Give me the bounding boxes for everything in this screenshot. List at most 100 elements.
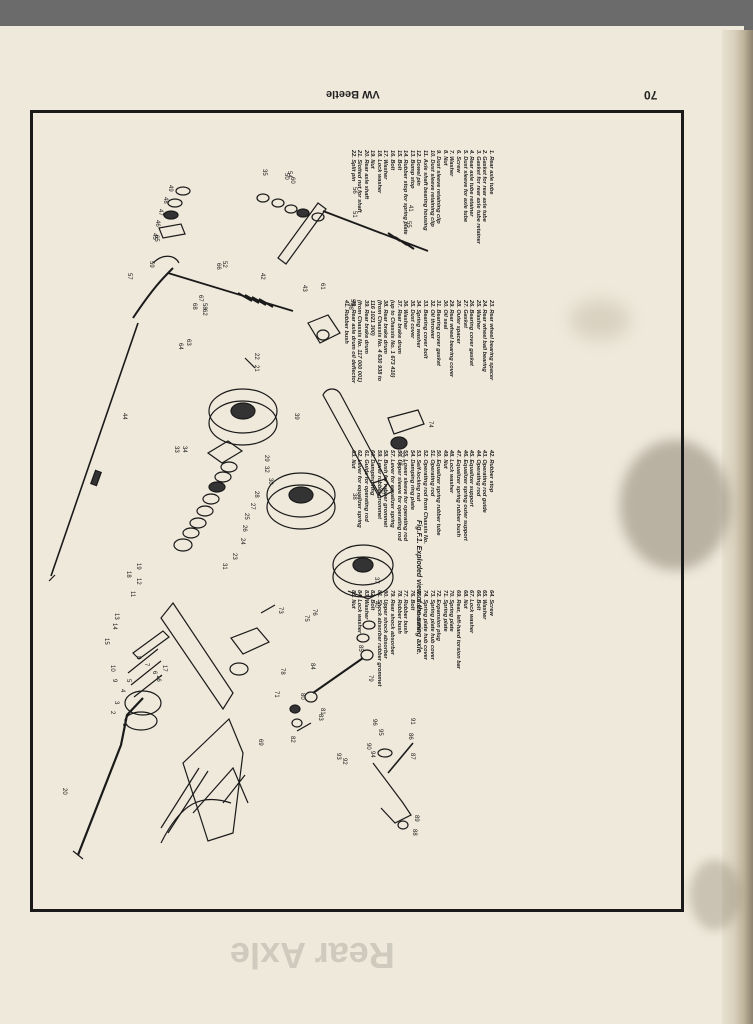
legend-item: 45. Equalizer support	[468, 450, 475, 507]
legend-item: (from Chassis No. 117 000 001)	[356, 300, 363, 382]
part-callout: 2	[109, 711, 115, 715]
legend-item: 49. Nut	[441, 450, 448, 469]
legend-item: 64. Screw	[488, 590, 494, 616]
running-header-title: VW Beetle	[326, 88, 380, 100]
part-callout: 10	[109, 665, 115, 672]
legend-item: 38. Rear brake drum	[382, 300, 389, 354]
legend-item: 56. Upper sleeve for operating rod	[395, 450, 402, 541]
legend-item: 17. Washer	[382, 150, 389, 180]
part-callout: 54	[286, 171, 292, 178]
legend-item: 37. Rear brake drum	[395, 300, 402, 354]
part-callout: 33	[173, 446, 179, 453]
part-callout: 49	[167, 185, 173, 192]
legend-item: 51. Operating rod	[428, 450, 435, 497]
part-callout: 94	[369, 751, 375, 758]
legend-item: 73. Spring plate hub cover	[428, 590, 435, 660]
legend-item: 62. Lever for equalizer spring	[356, 450, 363, 528]
legend-item: 54. Damping ring plate	[408, 450, 415, 510]
legend-item: 29. Rear wheel bearing cover	[448, 300, 455, 378]
part-callout: 88	[411, 829, 417, 836]
part-callout: 50	[283, 173, 289, 180]
legend-item: 63. Nut	[349, 450, 356, 469]
axle-housing-shape	[124, 690, 162, 716]
part-callout: 93	[335, 753, 341, 760]
part-callout: 78	[279, 668, 285, 675]
legend-item: 59. Lever rubber grommet	[375, 450, 382, 520]
legend-item: 81. Shock absorber rubber grommet	[375, 590, 382, 687]
legend-item: 19. Nut	[369, 150, 376, 169]
part-callout: 47	[157, 209, 163, 216]
part-callout: 82	[289, 736, 295, 743]
part-callout: 16	[155, 675, 161, 682]
legend-item: 33. Bearing cover bolt	[422, 300, 429, 359]
part-callout: 87	[409, 753, 415, 760]
part-callout: 19	[135, 563, 141, 570]
legend-item: 74. Spring plate hub cover	[422, 590, 429, 660]
legend-item: 12. Dowel pin	[415, 150, 422, 186]
legend-item: 3. Gasket for rear axle tube retainer	[474, 150, 481, 244]
frame-tube-shape	[182, 717, 244, 842]
operating-rod-shape	[50, 322, 139, 577]
part-callout: 60	[289, 177, 295, 184]
legend-item: 42. Rubber stop	[488, 450, 494, 493]
legend-item: 76. Bolt	[408, 590, 415, 611]
page-number: 70	[644, 88, 658, 102]
part-callout: 84	[309, 663, 315, 670]
shock-absorber-shape	[312, 657, 364, 694]
exploded-view-diagram: 1234567891011121314151617181920212223242…	[48, 169, 433, 860]
part-callout: 25	[243, 513, 249, 520]
bearing-stack-shape	[173, 461, 238, 552]
legend-item: 8. Nut	[441, 150, 448, 166]
part-callout: 91	[409, 718, 415, 725]
legend-item: 55. Lower sleeve for operating rod	[402, 450, 409, 542]
legend-item: 68. Nut	[461, 590, 468, 609]
part-callout: 35	[261, 169, 267, 176]
part-callout: 57	[126, 273, 132, 280]
part-callout: 13	[113, 613, 119, 620]
spring-plate-70-shape	[322, 388, 389, 497]
page-edge-shadow	[722, 30, 753, 1024]
legend-item: 18. Lock washer	[375, 150, 382, 194]
part-callout: 24	[239, 538, 245, 545]
legend-item: 39. Rear brake drum	[362, 300, 369, 354]
legend-item: 22. Split pin	[349, 150, 356, 182]
legend-item: 1. Rear axle tube	[488, 150, 494, 195]
legend-item: 79. Rear shock absorber	[389, 590, 396, 655]
part-callout: 12	[135, 578, 141, 585]
part-callout: 31	[221, 563, 227, 570]
part-callout: 11	[129, 591, 135, 598]
legend-item: 2. Gasket for rear axle tube	[481, 150, 488, 222]
legend-item: 24. Rear wheel ball bearing	[481, 300, 488, 372]
legend-item: 75. Lock washer	[415, 590, 422, 634]
legend-item: 26. Bearing cover gasket	[468, 300, 475, 366]
legend-item: 31. Bearing cover gasket	[435, 300, 442, 366]
legend-item: 50. Equalizer spring rubber tube	[435, 450, 442, 536]
part-callout: 79	[367, 675, 373, 682]
legend-item: 35. Dust cover	[408, 300, 415, 339]
part-callout: 45	[151, 233, 157, 240]
legend-item: 69. Rear, left-hand torsion bar	[455, 590, 462, 669]
legend-item: 82. Bolt	[369, 590, 376, 611]
part-callout: 3	[113, 701, 119, 705]
part-callout: 58	[201, 303, 207, 310]
part-number-callouts: 1234567891011121314151617181920212223242…	[61, 169, 433, 836]
legend-item: 53. Self-locking nut	[415, 450, 422, 502]
figure-frame	[30, 110, 684, 912]
part-callout: 66	[215, 263, 221, 270]
part-callout: 67	[197, 295, 203, 302]
spring-plate-shape	[160, 601, 234, 711]
legend-item: 48. Lock washer	[448, 450, 455, 494]
legend-item: 40. Rear axle drum oil deflector	[349, 300, 356, 384]
legend-item: 78. Rubber bush	[395, 590, 402, 634]
part-callout: 41	[407, 205, 413, 212]
part-callout: 8	[135, 656, 141, 660]
legend-item: 16. Bolt	[389, 150, 396, 171]
legend-item: 15. Bolt	[395, 150, 402, 171]
axle-tube-shape	[76, 697, 144, 856]
part-callout: 76	[311, 609, 317, 616]
legend-item: 34. Spring washer	[415, 300, 422, 348]
legend-item: 14. Rubber stop for spring plate	[402, 150, 409, 235]
